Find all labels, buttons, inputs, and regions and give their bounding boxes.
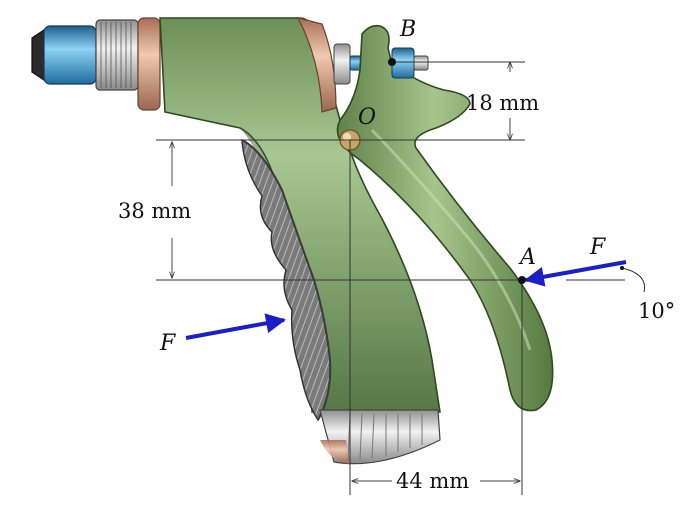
trigger-lever [336, 24, 554, 412]
angle-10deg: 10° [638, 299, 675, 323]
label-force-left: F [159, 331, 176, 356]
angle-vertex [620, 266, 624, 270]
nozzle-chuck [31, 17, 161, 111]
rear-collar [296, 17, 387, 113]
dimension-44mm: 44 mm [396, 469, 469, 493]
reference-lines [156, 61, 625, 495]
dimension-38mm: 38 mm [118, 199, 191, 223]
force-arrow-icon [524, 260, 627, 287]
label-force-right: F [589, 235, 606, 260]
point-b-dot [388, 58, 396, 66]
dimension-arrows [172, 62, 520, 481]
adjusting-screw [391, 47, 429, 79]
label-point-b: B [399, 17, 416, 42]
point-a-dot [518, 276, 526, 284]
bottom-cap [319, 409, 441, 465]
label-point-a: A [518, 245, 536, 270]
dimension-18mm: 18 mm [466, 91, 539, 115]
force-arrow-icon [185, 313, 286, 340]
angle-arc [621, 267, 646, 293]
label-point-o: O [358, 105, 376, 130]
